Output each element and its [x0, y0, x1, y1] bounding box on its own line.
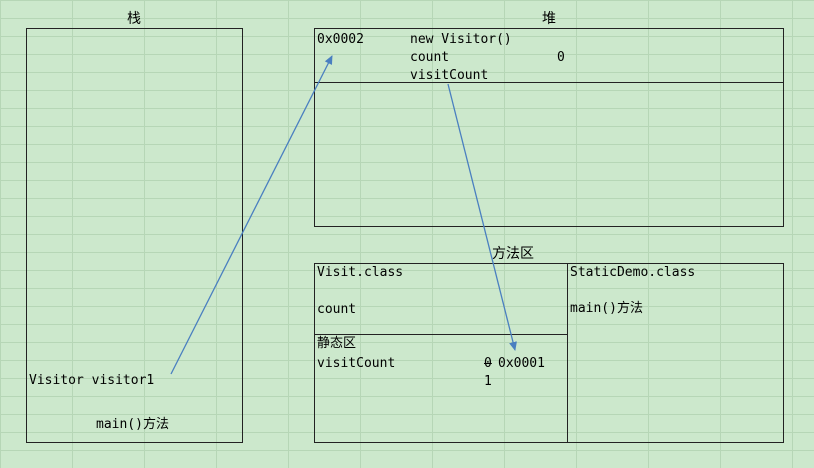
heap-field-count: count	[410, 50, 450, 65]
heap-field-visit-count: visitCount	[410, 68, 489, 83]
stack-title: 栈	[127, 11, 141, 27]
demo-class-name: StaticDemo.class	[570, 265, 696, 280]
static-var-new-value: 1	[484, 374, 492, 389]
heap-object-constructor: new Visitor()	[410, 32, 512, 47]
static-var-name: visitCount	[317, 356, 396, 371]
method-area-title: 方法区	[492, 246, 534, 262]
stack-main-method: main()方法	[96, 417, 169, 432]
visit-class-field-count: count	[317, 302, 357, 317]
visit-class-name: Visit.class	[317, 265, 404, 280]
class-divider	[567, 263, 568, 443]
heap-field-count-value: 0	[557, 50, 565, 65]
static-var-old-value: 0	[484, 356, 492, 371]
heap-object-divider	[314, 82, 784, 83]
heap-box	[314, 28, 784, 227]
method-area-box	[314, 263, 784, 443]
heap-title: 堆	[542, 11, 556, 27]
static-area-label: 静态区	[317, 336, 357, 351]
static-var-address: 0x0001	[498, 356, 545, 371]
stack-variable: Visitor visitor1	[29, 373, 155, 388]
heap-object-address: 0x0002	[317, 32, 364, 47]
static-area-divider	[314, 334, 568, 335]
demo-class-main-method: main()方法	[570, 301, 643, 316]
